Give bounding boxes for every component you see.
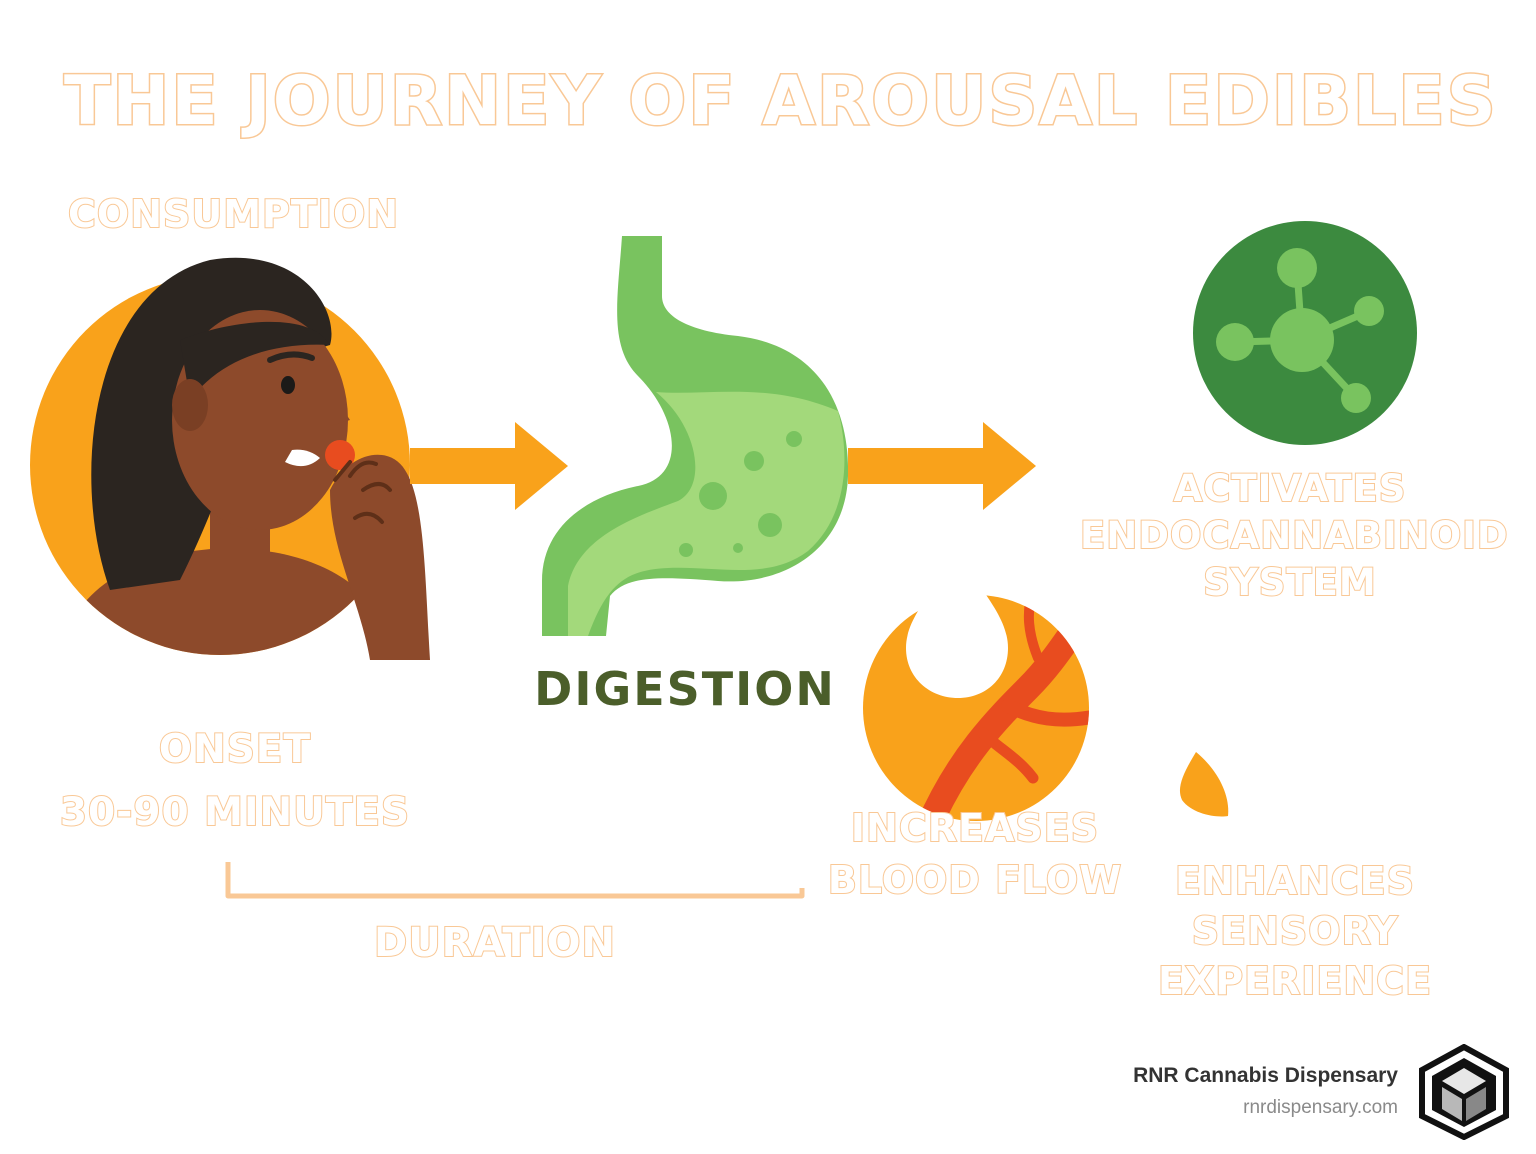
activates-line-1: ACTIVATES (1173, 466, 1407, 511)
activates-line-2: ENDOCANNABINOID (1079, 513, 1509, 558)
arrow-right-icon (848, 422, 1036, 510)
brand-url[interactable]: rnrdispensary.com (1243, 1097, 1398, 1118)
step-activates-label: ACTIVATES ENDOCANNABINOID SYSTEM (1079, 466, 1509, 607)
step-consumption-label: CONSUMPTION (67, 191, 400, 237)
enhances-line-2: SENSORY (1191, 908, 1399, 954)
molecule-icon (1193, 221, 1417, 445)
brand-name: RNR Cannabis Dispensary (1133, 1064, 1398, 1087)
arrow-right-icon (410, 422, 568, 510)
blood-vessel-drop-icon (863, 538, 1089, 821)
onset-label: ONSET 30-90 MINUTES (40, 718, 430, 844)
onset-line-1: ONSET (158, 726, 312, 773)
increases-line-1: INCREASES (850, 805, 1100, 851)
rnr-logo-icon (1419, 1044, 1509, 1140)
stomach-icon (542, 236, 849, 636)
page-title: THE JOURNEY OF AROUSAL EDIBLES (63, 60, 1498, 142)
step-increases-label: INCREASES BLOOD FLOW (820, 802, 1130, 907)
enhances-line-3: EXPERIENCE (1157, 958, 1433, 1004)
step-digestion-label: DIGESTION (534, 662, 836, 716)
drop-icon (1179, 752, 1229, 817)
enhances-line-1: ENHANCES (1174, 858, 1415, 904)
increases-line-2: BLOOD FLOW (827, 857, 1123, 903)
duration-bracket (223, 862, 807, 901)
onset-line-2: 30-90 MINUTES (59, 789, 411, 836)
activates-line-3: SYSTEM (1202, 560, 1377, 605)
woman-eating-icon (30, 257, 430, 660)
duration-label: DURATION (373, 919, 616, 967)
step-enhances-label: ENHANCES SENSORY EXPERIENCE (1140, 856, 1450, 1006)
